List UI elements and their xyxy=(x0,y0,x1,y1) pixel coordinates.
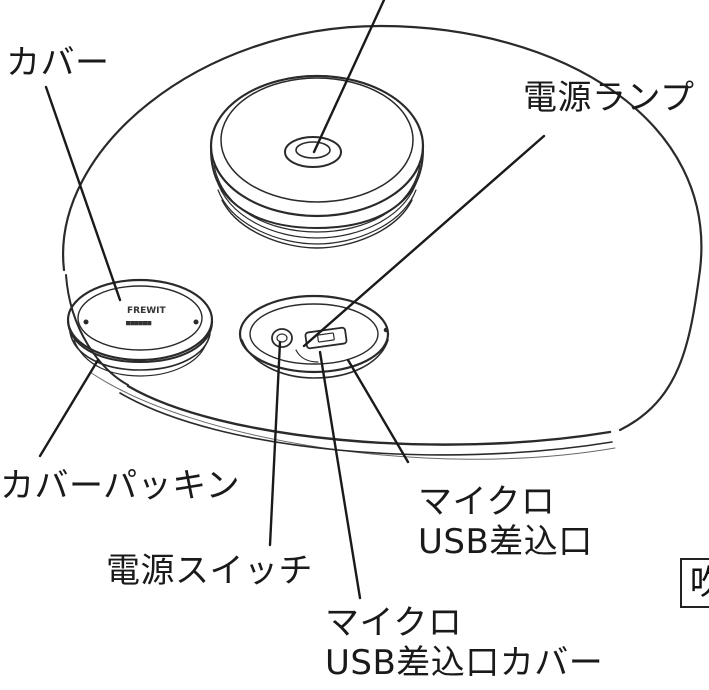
leader-power-lamp xyxy=(304,136,544,346)
leader-micro-usb-cover xyxy=(320,352,360,598)
leader-power-switch xyxy=(270,342,280,545)
label-power-switch: 電源スイッチ xyxy=(106,551,313,591)
cover-sub-text: ■■■■■■ xyxy=(126,319,152,327)
label-micro-usb-cover-line1: マイクロ xyxy=(325,603,603,643)
cover-part xyxy=(68,280,212,376)
leader-cover xyxy=(46,87,120,300)
cropped-label-text: 吹 xyxy=(690,562,709,604)
label-cover-packing: カバーパッキン xyxy=(0,466,240,506)
cropped-label-box: 吹 xyxy=(680,558,709,608)
label-micro-usb-cover-line2: USB差込口カバー xyxy=(325,643,603,683)
label-cover: カバー xyxy=(6,43,110,83)
cover-brand-text: FREWIT xyxy=(127,306,167,316)
leader-micro-usb-port xyxy=(348,360,408,462)
label-power-lamp: 電源ランプ xyxy=(523,78,694,118)
label-micro-usb-port-line2: USB差込口 xyxy=(418,522,593,562)
label-micro-usb-port: マイクロ USB差込口 xyxy=(418,482,593,562)
label-micro-usb-cover: マイクロ USB差込口カバー xyxy=(325,603,603,683)
leader-cover-packing xyxy=(40,360,98,456)
label-micro-usb-port-line1: マイクロ xyxy=(418,482,593,522)
mist-outlet-cap xyxy=(211,76,423,248)
